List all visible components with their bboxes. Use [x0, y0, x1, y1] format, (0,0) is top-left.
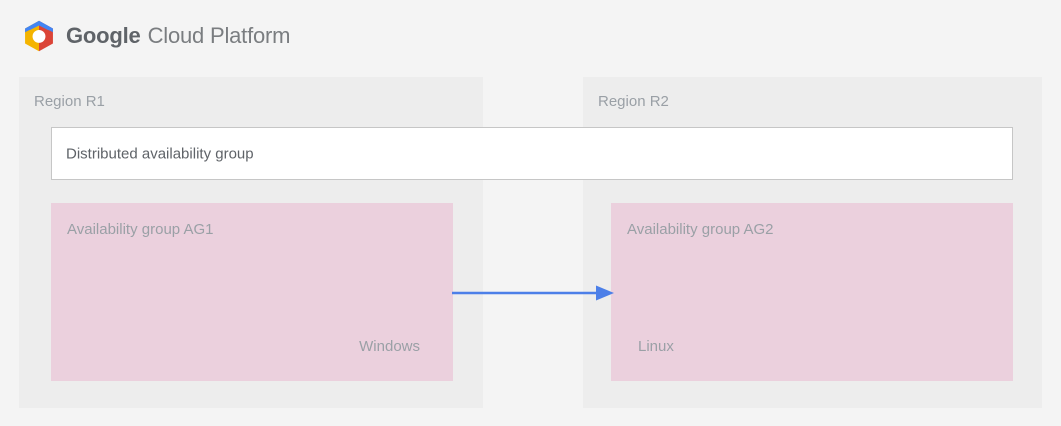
distributed-availability-group-label: Distributed availability group — [66, 145, 254, 162]
availability-group-box-ag1: Availability group AG1 Windows — [51, 203, 453, 381]
brand-title-google: Google — [66, 23, 141, 48]
gcp-brand-header: Google Cloud Platform — [22, 18, 290, 54]
availability-group-box-ag2: Availability group AG2 Linux — [611, 203, 1013, 381]
region-label-r1: Region R1 — [34, 93, 105, 110]
availability-group-os-ag2: Linux — [638, 338, 674, 355]
availability-group-os-ag1: Windows — [359, 338, 420, 355]
availability-group-title-ag1: Availability group AG1 — [67, 221, 214, 238]
brand-title: Google Cloud Platform — [66, 23, 290, 49]
brand-title-cloud-platform: Cloud Platform — [147, 23, 291, 48]
region-label-r2: Region R2 — [598, 93, 669, 110]
google-cloud-platform-logo-icon — [25, 20, 53, 52]
replication-arrow-icon — [452, 285, 614, 301]
distributed-availability-group-box: Distributed availability group — [51, 127, 1013, 180]
availability-group-title-ag2: Availability group AG2 — [627, 221, 774, 238]
